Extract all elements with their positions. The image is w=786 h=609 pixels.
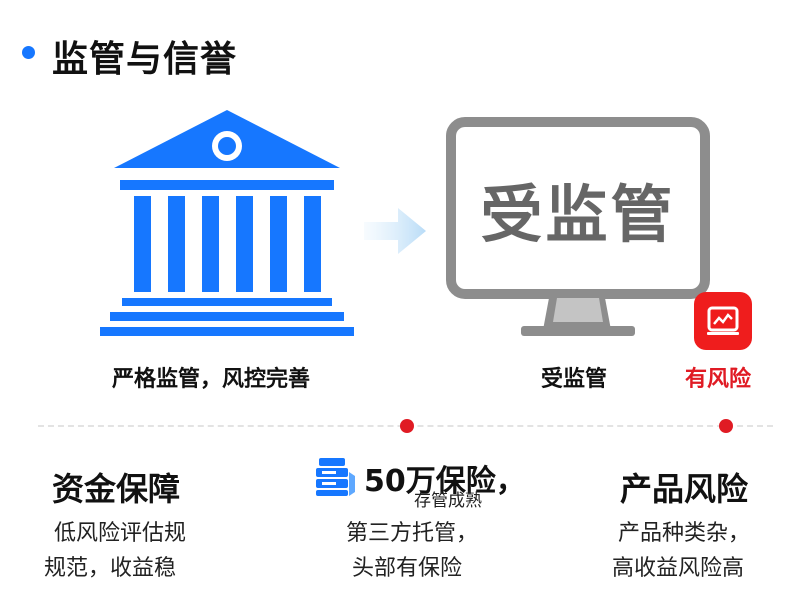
- stack-icon: [316, 458, 355, 496]
- risk-label: 有风险: [685, 367, 752, 392]
- column-heading: 50万保险，: [364, 464, 526, 499]
- bank-icon: [100, 110, 354, 336]
- marker-dot: [400, 419, 414, 433]
- monitor-screen-text: 受监管: [480, 178, 676, 251]
- column-line: 规范，收益稳: [44, 556, 177, 581]
- arrow-right-icon: [364, 208, 426, 254]
- risk-badge: [694, 292, 752, 350]
- column-line: 高收益风险高: [612, 556, 745, 581]
- marker-dot: [719, 419, 733, 433]
- title-bullet: [22, 46, 35, 59]
- column-subheading: 存管成熟: [414, 491, 482, 511]
- column-line: 低风险评估规: [54, 521, 187, 546]
- page-title: 监管与信誉: [52, 39, 238, 80]
- column-line: 头部有保险: [352, 556, 463, 581]
- column-heading: 产品风险: [620, 470, 749, 508]
- right-caption: 受监管: [541, 367, 608, 392]
- column-line: 产品种类杂，: [618, 521, 751, 546]
- column-line: 第三方托管，: [346, 521, 479, 546]
- left-caption: 严格监管，风控完善: [112, 367, 311, 392]
- risk-chart-icon: [707, 306, 739, 335]
- monitor-icon: [446, 117, 710, 336]
- column-heading: 资金保障: [52, 470, 181, 508]
